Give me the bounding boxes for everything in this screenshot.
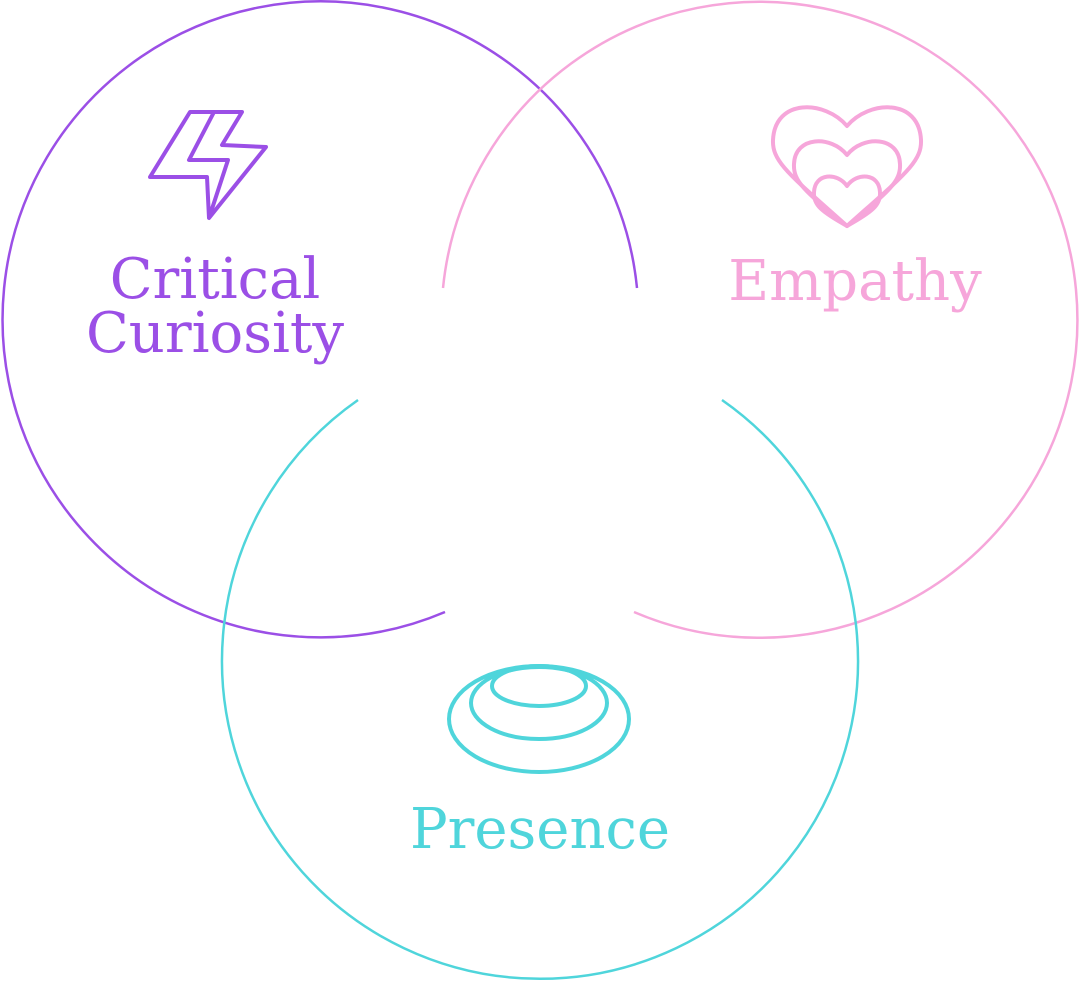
concentric-ellipses-icon <box>447 664 631 774</box>
critical-curiosity-label-line2: Curiosity <box>86 301 344 366</box>
presence-label: Presence <box>410 797 670 862</box>
critical-curiosity-label-line1: Critical <box>110 247 321 312</box>
empathy-label: Empathy <box>728 249 982 314</box>
presence-circle <box>220 398 860 980</box>
lightning-bolt-icon <box>148 110 268 220</box>
nested-hearts-icon <box>770 105 924 228</box>
empathy-circle <box>441 0 1079 639</box>
critical-curiosity-circle <box>1 0 639 639</box>
